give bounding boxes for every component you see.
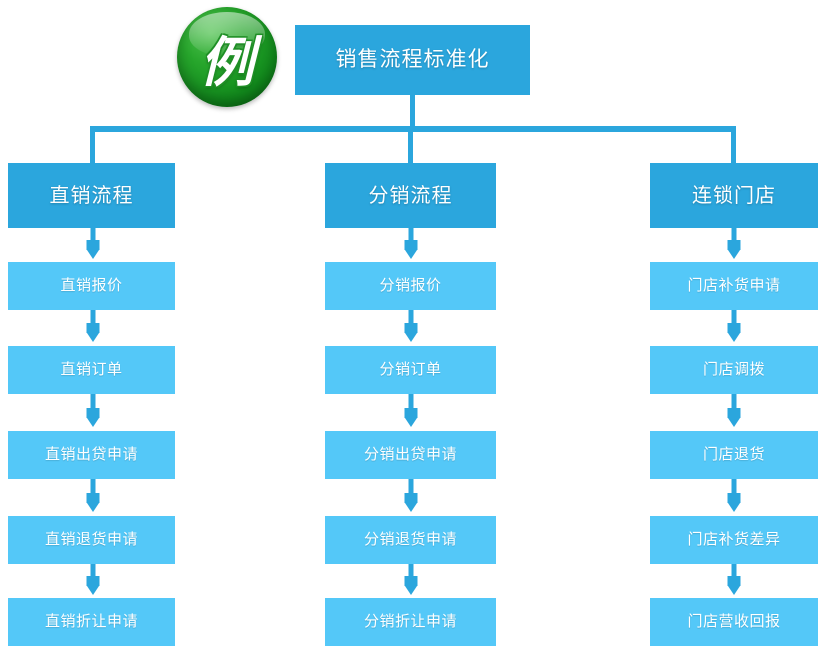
arrow-col-2-step-4 [404, 479, 417, 516]
arrow-col-3-step-4 [727, 479, 740, 516]
leaf-node-col-2-step-1[interactable]: 分销报价 [325, 262, 496, 310]
leaf-node-col-3-step-3[interactable]: 门店退货 [650, 431, 818, 479]
leaf-node-col-3-step-2[interactable]: 门店调拨 [650, 346, 818, 394]
arrow-col-2-step-3 [404, 394, 417, 431]
arrow-col-1-step-3 [86, 394, 99, 431]
connector-horizontal-bus [90, 126, 736, 132]
branch-node-col-3[interactable]: 连锁门店 [650, 163, 818, 228]
leaf-node-col-1-step-4[interactable]: 直销退货申请 [8, 516, 175, 564]
arrow-col-3-step-2 [727, 310, 740, 346]
leaf-node-col-1-step-3[interactable]: 直销出贷申请 [8, 431, 175, 479]
arrow-col-2-step-2 [404, 310, 417, 346]
leaf-node-col-3-step-4[interactable]: 门店补货差异 [650, 516, 818, 564]
connector-drop-col-3 [731, 126, 736, 164]
leaf-node-col-2-step-3[interactable]: 分销出贷申请 [325, 431, 496, 479]
leaf-node-col-2-step-5[interactable]: 分销折让申请 [325, 598, 496, 646]
example-badge-label: 例 [200, 32, 254, 93]
leaf-node-col-1-step-1[interactable]: 直销报价 [8, 262, 175, 310]
leaf-node-col-3-step-1[interactable]: 门店补货申请 [650, 262, 818, 310]
leaf-node-col-1-step-2[interactable]: 直销订单 [8, 346, 175, 394]
branch-node-col-2[interactable]: 分销流程 [325, 163, 496, 228]
arrow-col-1-step-2 [86, 310, 99, 346]
connector-root-stem [410, 95, 415, 129]
arrow-col-1-step-4 [86, 479, 99, 516]
arrow-col-3-step-5 [727, 564, 740, 598]
arrow-col-2-step-1 [404, 228, 417, 262]
leaf-node-col-2-step-4[interactable]: 分销退货申请 [325, 516, 496, 564]
root-node-title[interactable]: 销售流程标准化 [295, 25, 530, 95]
arrow-col-3-step-3 [727, 394, 740, 431]
arrow-col-2-step-5 [404, 564, 417, 598]
arrow-col-1-step-5 [86, 564, 99, 598]
branch-node-col-1[interactable]: 直销流程 [8, 163, 175, 228]
example-badge-icon: 例 [177, 7, 277, 107]
arrow-col-1-step-1 [86, 228, 99, 262]
connector-drop-col-1 [90, 126, 95, 164]
leaf-node-col-3-step-5[interactable]: 门店营收回报 [650, 598, 818, 646]
connector-drop-col-2 [408, 126, 413, 164]
arrow-col-3-step-1 [727, 228, 740, 262]
leaf-node-col-1-step-5[interactable]: 直销折让申请 [8, 598, 175, 646]
leaf-node-col-2-step-2[interactable]: 分销订单 [325, 346, 496, 394]
